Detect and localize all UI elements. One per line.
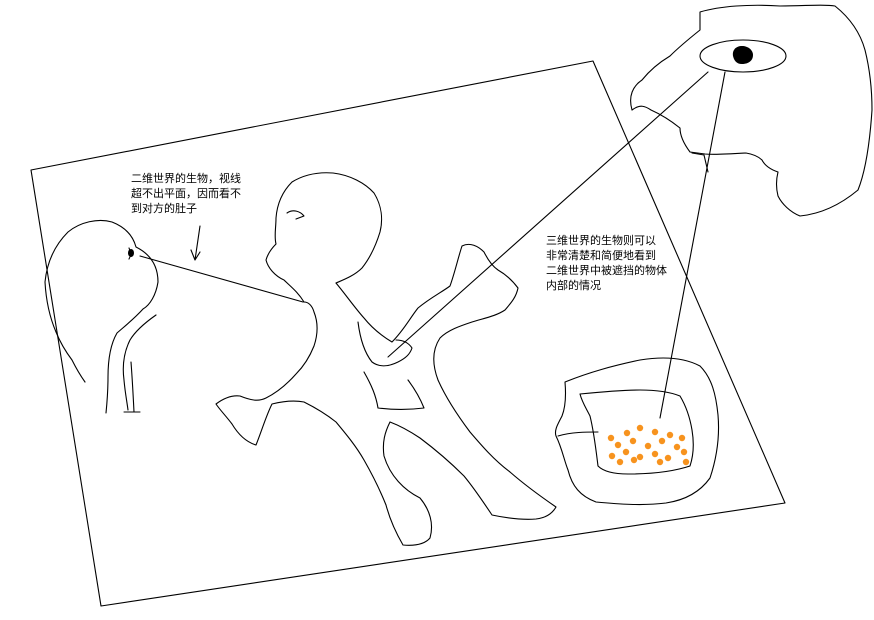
- eye-outline: [699, 39, 787, 73]
- interior-dot: [607, 434, 615, 442]
- interior-dot: [651, 450, 659, 458]
- interior-dot: [614, 441, 622, 449]
- interior-dot: [673, 443, 681, 451]
- left-creature: [44, 219, 159, 414]
- interior-dot: [656, 458, 664, 466]
- sight-line-2d: [139, 255, 304, 303]
- three-dimensional-observer: [630, 4, 873, 217]
- note-line: 三维世界的生物则可以: [546, 234, 656, 247]
- interior-dot: [682, 458, 690, 466]
- interior-dot: [678, 434, 686, 442]
- three-dimensional-creature-note: 三维世界的生物则可以 非常清楚和简便地看到 二维世界中被遮挡的物体 内部的情况: [546, 233, 667, 293]
- two-dimensional-plane: [30, 60, 786, 607]
- note-line: 二维世界的生物，视线: [131, 172, 241, 185]
- interior-dot: [658, 437, 666, 445]
- interior-dot: [623, 429, 631, 437]
- interior-dot: [680, 448, 688, 456]
- annotation-arrow: [190, 225, 201, 261]
- interior-dot: [616, 458, 624, 466]
- interior-dot: [608, 452, 616, 460]
- note-line: 内部的情况: [546, 279, 601, 292]
- note-line: 超不出平面，因而看不: [131, 187, 241, 200]
- interior-dot: [629, 437, 637, 445]
- interior-dots: [607, 424, 690, 466]
- eye-icon: [128, 249, 134, 257]
- note-line: 二维世界中被遮挡的物体: [546, 264, 667, 277]
- interior-dot: [644, 442, 652, 450]
- interior-dot: [664, 454, 672, 462]
- note-line: 到对方的肚子: [131, 202, 197, 215]
- interior-dot: [636, 424, 644, 432]
- interior-dot: [636, 453, 644, 461]
- sight-line-3d-to-object: [659, 71, 726, 419]
- note-line: 非常清楚和简便地看到: [546, 249, 656, 262]
- eye-icon: [732, 46, 753, 64]
- enclosed-object: [554, 357, 720, 506]
- interior-dot: [622, 448, 630, 456]
- central-creature: [215, 172, 557, 546]
- interior-dot: [666, 431, 674, 439]
- interior-dot: [630, 456, 638, 464]
- sight-line-3d-to-creature: [387, 71, 709, 358]
- two-dimensional-creature-note: 二维世界的生物，视线 超不出平面，因而看不 到对方的肚子: [131, 171, 241, 216]
- interior-dot: [651, 428, 659, 436]
